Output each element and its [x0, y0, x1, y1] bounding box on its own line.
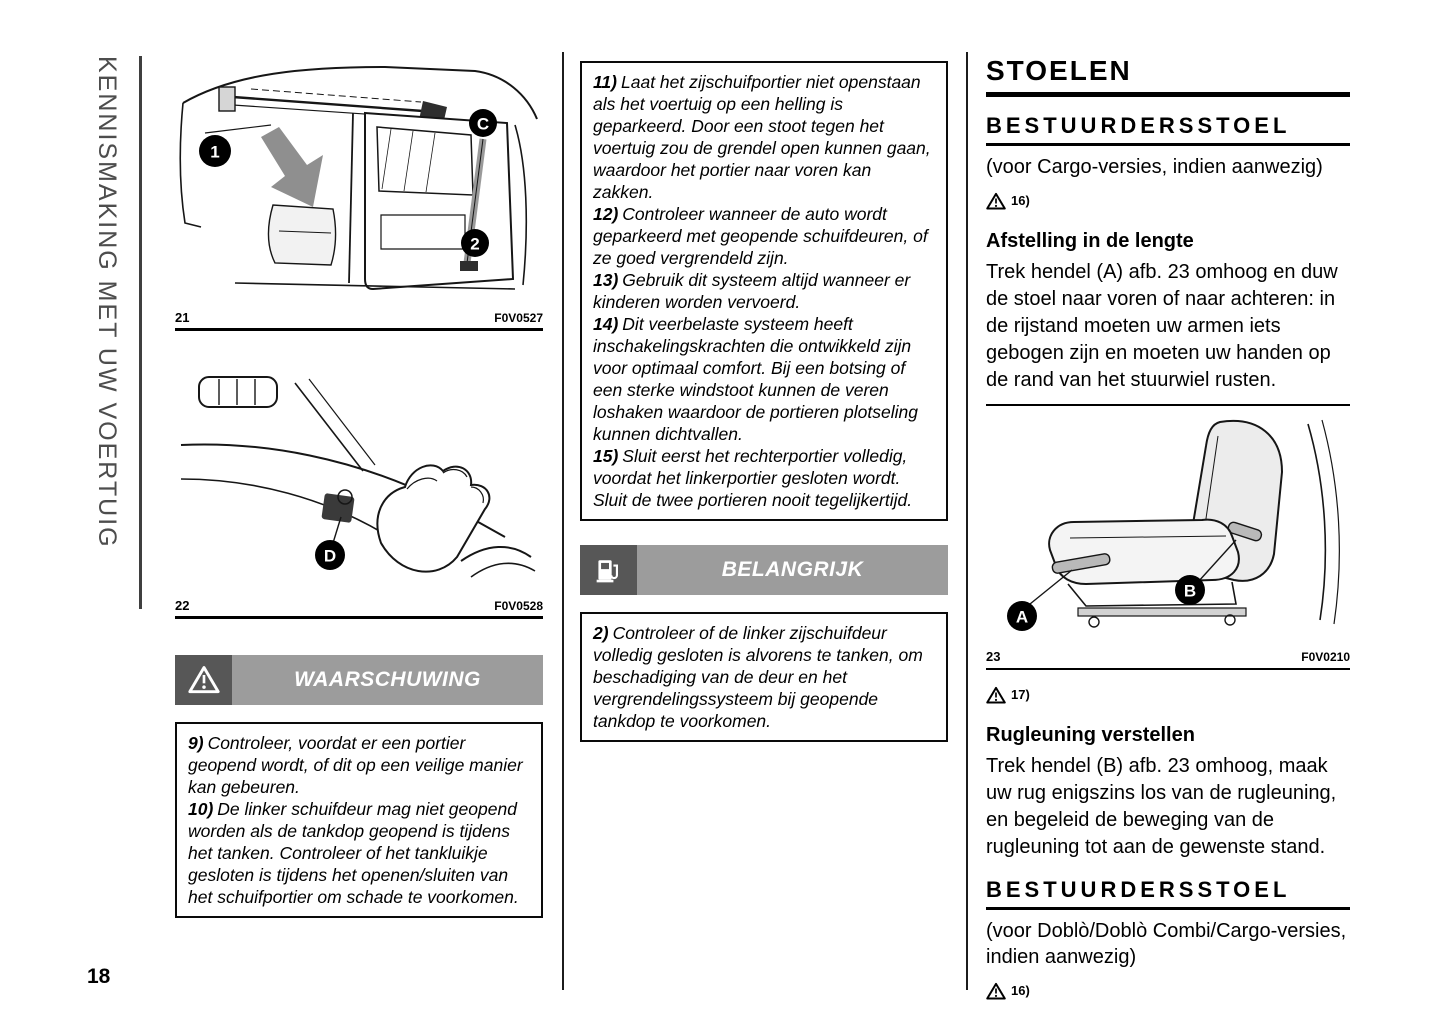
- important-banner: BELANGRIJK: [580, 545, 948, 595]
- item-number: 9): [188, 733, 204, 753]
- figure-top-rule: [986, 403, 1350, 406]
- figure-number: 23: [986, 648, 1001, 664]
- body-paragraph: Trek hendel (B) afb. 23 omhoog, maak uw …: [986, 755, 1337, 858]
- sidebar-rule: [139, 56, 142, 609]
- important-banner-title: BELANGRIJK: [637, 545, 948, 595]
- figure-number: 22: [175, 598, 190, 613]
- list-item: 11)Laat het zijschuifportier niet openst…: [593, 71, 935, 203]
- note-reference-number: 16): [1011, 982, 1030, 998]
- item-text: Controleer wanneer de auto wordt geparke…: [593, 204, 928, 268]
- item-number: 10): [188, 799, 214, 819]
- column-1: 1 C 2 21 F0V0527: [175, 55, 543, 918]
- warning-triangle-icon: [175, 655, 232, 705]
- figure-23-seat-illustration: A B: [986, 405, 1350, 646]
- column-2: 11)Laat het zijschuifportier niet openst…: [580, 55, 948, 742]
- section-heading: BESTUURDERSSTOEL: [986, 877, 1291, 902]
- warning-triangle-icon: [986, 686, 1006, 709]
- list-item: 14)Dit veerbelaste systeem heeft inschak…: [593, 313, 935, 445]
- figure-code: F0V0210: [1301, 649, 1350, 664]
- item-number: 2): [593, 623, 609, 643]
- item-number: 15): [593, 446, 619, 466]
- note-reference: 17): [986, 686, 1350, 709]
- section-subtitle: (voor Doblò/Doblò Combi/Cargo-versies, i…: [986, 919, 1347, 968]
- warning-triangle-icon: [986, 982, 1006, 1005]
- note-reference: 16): [986, 982, 1350, 1005]
- warning-notes-box: 9)Controleer, voordat er een portier geo…: [175, 722, 543, 918]
- figure-21-caption: 21 F0V0527: [175, 310, 543, 325]
- heading-rule: [986, 143, 1350, 146]
- item-number: 13): [593, 270, 619, 290]
- list-item: 2)Controleer of de linker zijschuifdeur …: [593, 622, 935, 732]
- body-paragraph: Trek hendel (A) afb. 23 omhoog en duw de…: [986, 260, 1338, 391]
- warning-banner-title: WAARSCHUWING: [232, 655, 543, 705]
- figure-divider: [175, 616, 543, 619]
- figure-callout-b-label: B: [1184, 581, 1196, 600]
- warning-banner: WAARSCHUWING: [175, 655, 543, 705]
- section-heading: BESTUURDERSSTOEL: [986, 113, 1291, 138]
- list-item: 9)Controleer, voordat er een portier geo…: [188, 732, 530, 798]
- chapter-sidebar-label: KENNISMAKING MET UW VOERTUIG: [93, 56, 121, 549]
- list-item: 15)Sluit eerst het rechterportier volled…: [593, 445, 935, 511]
- page-number: 18: [87, 965, 111, 988]
- figure-number: 21: [175, 310, 190, 325]
- item-number: 12): [593, 204, 619, 224]
- item-number: 14): [593, 314, 619, 334]
- item-text: De linker schuifdeur mag niet geopend wo…: [188, 799, 519, 907]
- figure-callout-c-label: C: [477, 115, 489, 134]
- item-text: Controleer, voordat er een portier geope…: [188, 733, 523, 797]
- figure-callout-a-label: A: [1016, 607, 1028, 626]
- warning-notes-box: 11)Laat het zijschuifportier niet openst…: [580, 61, 948, 521]
- list-item: 12)Controleer wanneer de auto wordt gepa…: [593, 203, 935, 269]
- figure-callout-2-label: 2: [470, 235, 479, 254]
- figure-callout-d-label: D: [324, 547, 336, 566]
- direction-arrow: [261, 127, 323, 207]
- column-separator: [562, 52, 564, 990]
- figure-divider: [175, 328, 543, 331]
- item-text: Sluit eerst het rechterportier volledig,…: [593, 446, 913, 510]
- figure-callout-2: 2: [461, 229, 489, 257]
- list-item: 13)Gebruik dit systeem altijd wanneer er…: [593, 269, 935, 313]
- item-number: 11): [593, 72, 617, 92]
- figure-callout-a: A: [1007, 600, 1037, 631]
- warning-triangle-icon: [986, 192, 1006, 215]
- heading-rule: [986, 907, 1350, 910]
- list-item: 10)De linker schuifdeur mag niet geopend…: [188, 798, 530, 908]
- note-reference-number: 16): [1011, 192, 1030, 208]
- figure-callout-1: 1: [199, 135, 231, 167]
- note-reference: 16): [986, 192, 1350, 215]
- title-rule: [986, 92, 1350, 97]
- figure-callout-c: C: [469, 109, 497, 137]
- figure-callout-1-label: 1: [210, 143, 219, 162]
- subsection-title: Afstelling in de lengte: [986, 229, 1194, 252]
- column-3: STOELEN BESTUURDERSSTOEL (voor Cargo-ver…: [986, 55, 1350, 1005]
- figure-22-caption: 22 F0V0528: [175, 598, 543, 613]
- figure-21-sliding-door-illustration: 1 C 2: [175, 55, 543, 307]
- item-text: Laat het zijschuifportier niet openstaan…: [593, 72, 931, 202]
- figure-code: F0V0527: [494, 311, 543, 325]
- figure-23-caption: 23 F0V0210: [986, 649, 1350, 664]
- item-text: Dit veerbelaste systeem heeft inschakeli…: [593, 314, 918, 444]
- important-note-box: 2)Controleer of de linker zijschuifdeur …: [580, 612, 948, 742]
- figure-callout-d: D: [315, 540, 345, 570]
- fuel-pump-icon: [580, 545, 637, 595]
- note-reference-number: 17): [1011, 687, 1030, 702]
- subsection-title: Rugleuning verstellen: [986, 724, 1195, 746]
- figure-22-fuel-flap-illustration: D: [175, 347, 543, 595]
- item-text: Controleer of de linker zijschuifdeur vo…: [593, 623, 923, 731]
- figure-callout-b: B: [1175, 574, 1205, 605]
- section-subtitle: (voor Cargo-versies, indien aanwezig): [986, 155, 1323, 178]
- figure-code: F0V0528: [494, 599, 543, 613]
- figure-divider: [986, 667, 1350, 670]
- item-text: Gebruik dit systeem altijd wanneer er ki…: [593, 270, 911, 312]
- chapter-title: STOELEN: [986, 55, 1132, 86]
- column-separator: [966, 52, 968, 990]
